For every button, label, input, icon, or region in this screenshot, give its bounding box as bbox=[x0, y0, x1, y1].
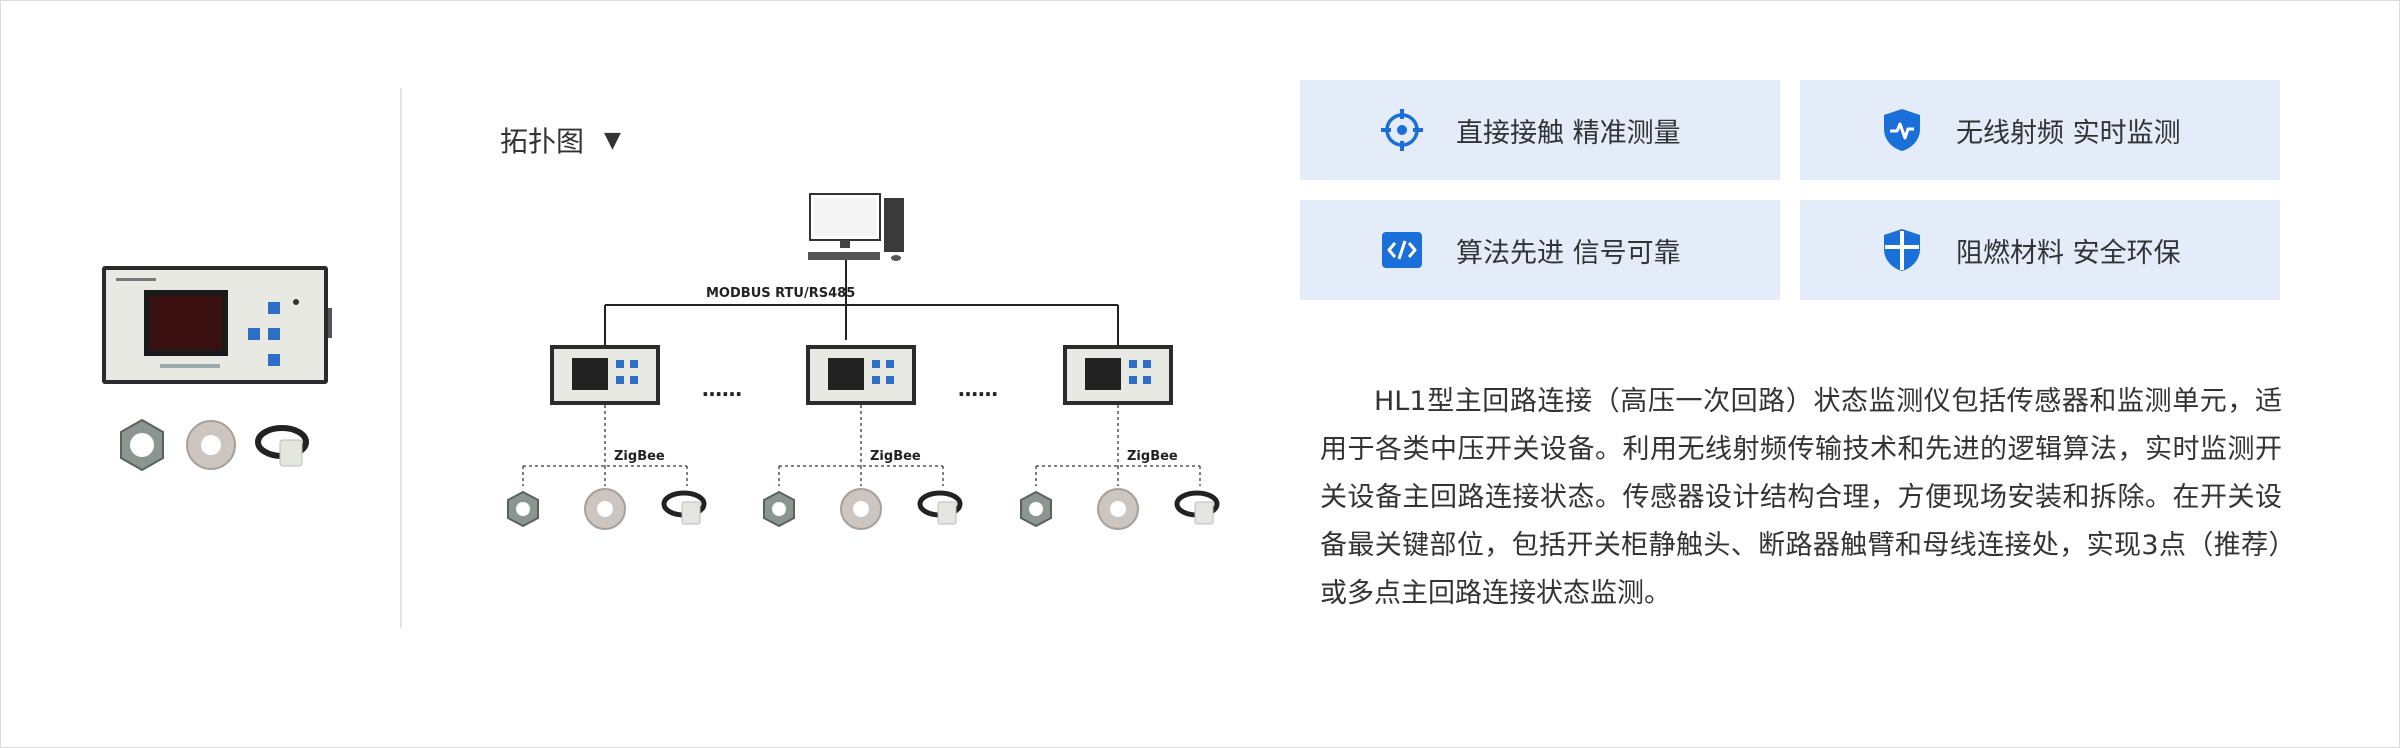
feature-card-2: 无线射频 实时监测 bbox=[1800, 80, 2280, 180]
code-icon bbox=[1378, 226, 1426, 274]
topology-diagram: MODBUS RTU/RS485 …… …… ZigBee ZigBee bbox=[507, 193, 1220, 530]
band-sensor-2 bbox=[917, 490, 963, 525]
monitor-unit-2 bbox=[806, 345, 916, 405]
ellipsis-left: …… bbox=[702, 377, 742, 401]
bus-label: MODBUS RTU/RS485 bbox=[706, 286, 855, 301]
feature-label-1: 直接接触 精准测量 bbox=[1456, 117, 1681, 149]
shield-cross-icon bbox=[1878, 226, 1926, 274]
triangle-down-icon[interactable]: ▼ bbox=[604, 128, 621, 153]
crosshair-icon bbox=[1378, 106, 1426, 154]
band-sensor-1 bbox=[661, 490, 707, 525]
feature-label-4: 阻燃材料 安全环保 bbox=[1956, 237, 2181, 269]
computer-icon bbox=[808, 193, 904, 261]
section-divider bbox=[400, 88, 402, 628]
monitor-unit-3 bbox=[1063, 345, 1173, 405]
monitor-unit-image bbox=[102, 266, 332, 384]
feature-card-3: 算法先进 信号可靠 bbox=[1300, 200, 1780, 300]
product-description: HL1型主回路连接（高压一次回路）状态监测仪包括传感器和监测单元，适用于各类中压… bbox=[1320, 386, 2282, 609]
band-sensor-3 bbox=[1174, 490, 1220, 525]
band-sensor-image bbox=[255, 425, 309, 467]
monitor-unit-1 bbox=[550, 345, 660, 405]
zigbee-label-3: ZigBee bbox=[1127, 449, 1178, 464]
hex-sensor-image bbox=[120, 418, 164, 472]
feature-label-3: 算法先进 信号可靠 bbox=[1456, 237, 1681, 269]
ring-sensor-image bbox=[186, 420, 236, 470]
ellipsis-right: …… bbox=[958, 377, 998, 401]
feature-card-4: 阻燃材料 安全环保 bbox=[1800, 200, 2280, 300]
topology-title: 拓扑图 bbox=[500, 125, 585, 158]
feature-card-1: 直接接触 精准测量 bbox=[1300, 80, 1780, 180]
zigbee-label-1: ZigBee bbox=[614, 449, 665, 464]
feature-label-2: 无线射频 实时监测 bbox=[1956, 117, 2181, 149]
zigbee-label-2: ZigBee bbox=[870, 449, 921, 464]
shield-pulse-icon bbox=[1878, 106, 1926, 154]
